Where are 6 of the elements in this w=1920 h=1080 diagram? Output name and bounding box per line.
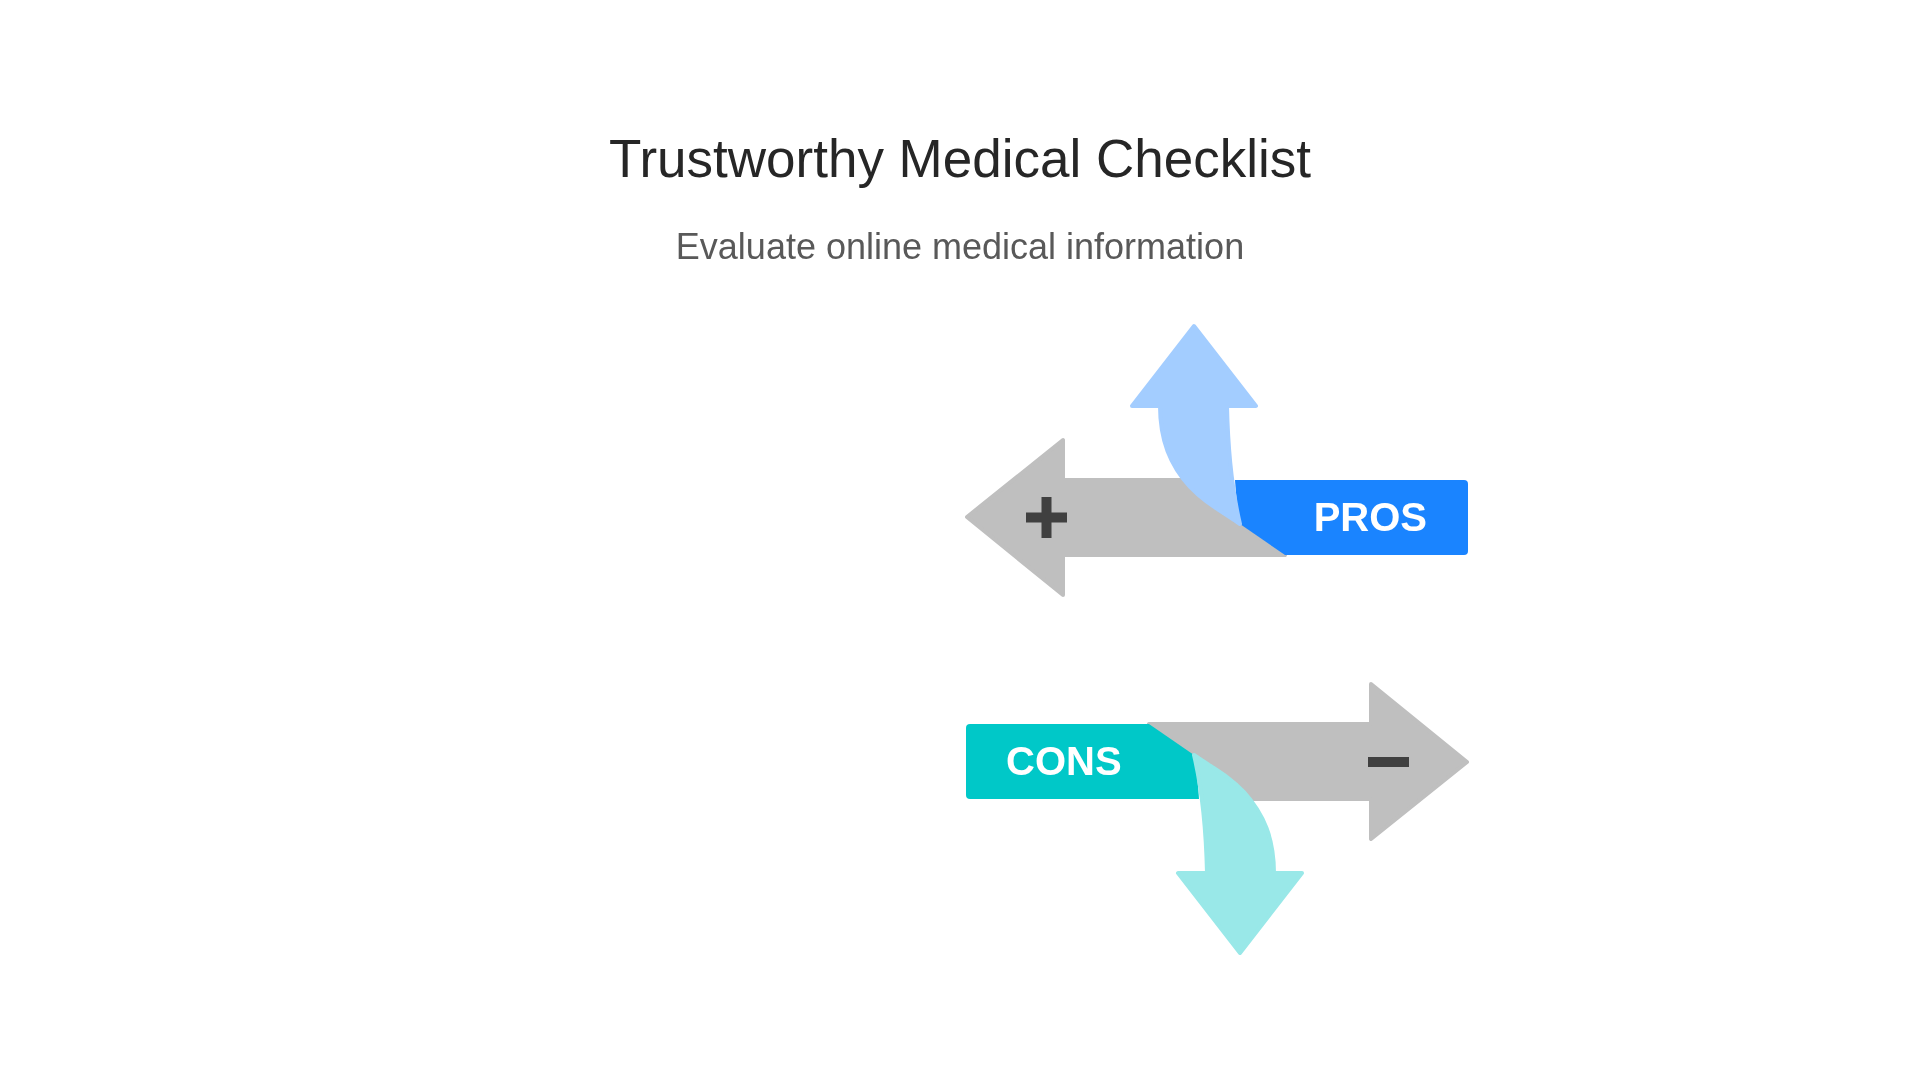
- subtitle: Evaluate online medical information: [675, 225, 1245, 269]
- label-band: [1233, 480, 1468, 555]
- band-text: PROS: [1313, 494, 1427, 540]
- label-band: [966, 724, 1201, 799]
- band-text: CONS: [1006, 738, 1122, 784]
- title: Trustworthy Medical Checklist: [609, 128, 1311, 190]
